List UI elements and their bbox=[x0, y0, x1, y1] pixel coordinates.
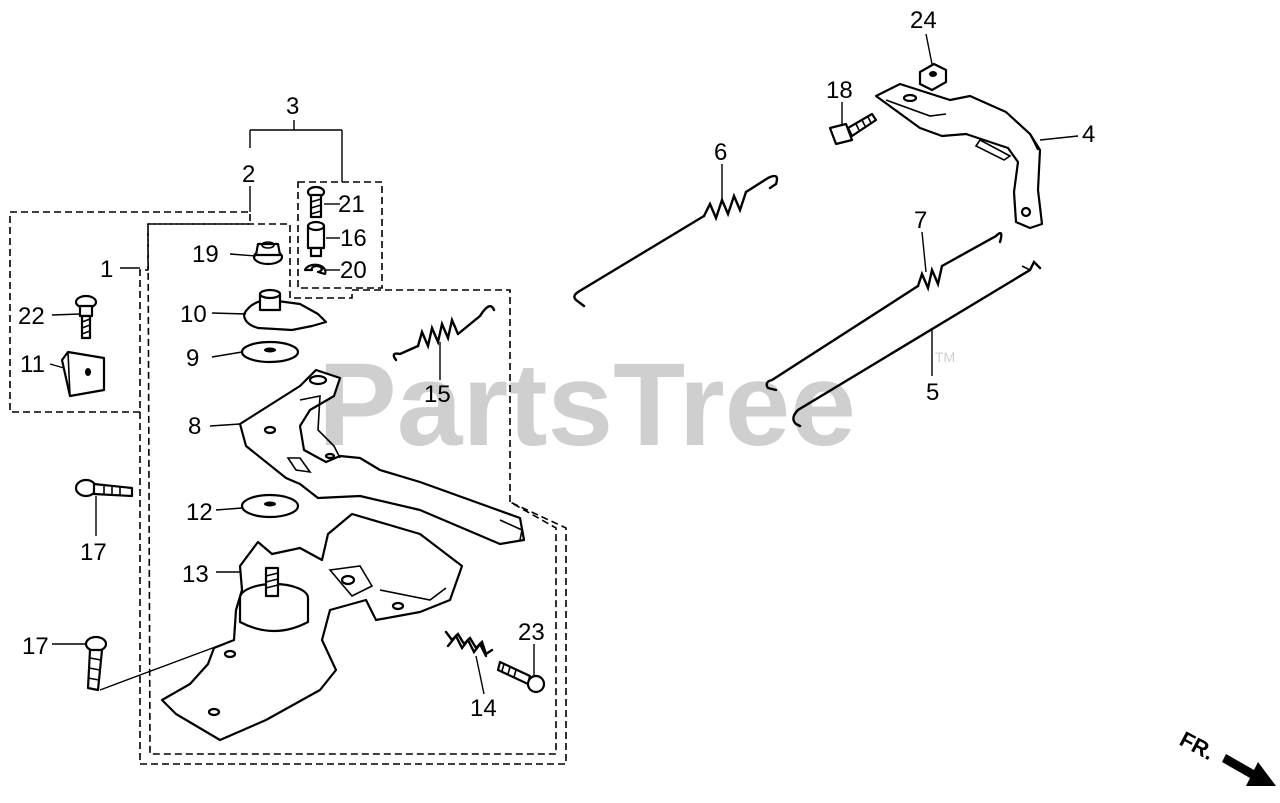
block-11 bbox=[60, 350, 106, 398]
assembly-boundary-1 bbox=[9, 211, 567, 765]
nut-19 bbox=[252, 241, 284, 266]
callout-10: 10 bbox=[180, 301, 207, 328]
bolt-17-upper bbox=[74, 478, 134, 498]
bolt-23 bbox=[496, 660, 546, 694]
watermark-text: PartsTree bbox=[318, 339, 856, 471]
front-direction-label: FR. bbox=[1176, 726, 1219, 765]
callout-5: 5 bbox=[926, 379, 939, 406]
collar-16 bbox=[306, 220, 326, 258]
callout-16: 16 bbox=[340, 225, 367, 252]
washer-9 bbox=[240, 340, 300, 364]
callout-20: 20 bbox=[340, 257, 367, 284]
arrow-right-icon bbox=[1222, 754, 1276, 786]
spring-14 bbox=[444, 630, 494, 658]
callout-17-upper: 17 bbox=[80, 539, 107, 566]
spring-15 bbox=[392, 304, 496, 362]
callout-2: 2 bbox=[242, 161, 255, 188]
front-direction-marker: FR. bbox=[1176, 726, 1276, 786]
rod-7 bbox=[765, 231, 1003, 392]
callout-12: 12 bbox=[186, 499, 213, 526]
bolt-18 bbox=[828, 112, 878, 146]
callout-9: 9 bbox=[186, 345, 199, 372]
group-bracket-3 bbox=[249, 120, 343, 212]
callout-15: 15 bbox=[424, 381, 451, 408]
rod-6 bbox=[573, 174, 779, 308]
callout-22: 22 bbox=[18, 303, 45, 330]
callout-18: 18 bbox=[826, 77, 853, 104]
callout-1: 1 bbox=[100, 256, 113, 283]
bolt-22 bbox=[74, 294, 98, 340]
nut-24 bbox=[918, 62, 948, 92]
leader-lines bbox=[49, 33, 1079, 695]
bolt-17-lower bbox=[84, 635, 108, 692]
lever-10 bbox=[242, 288, 328, 332]
watermark-trademark: TM bbox=[935, 349, 955, 365]
callout-8: 8 bbox=[188, 413, 201, 440]
assembly-boundary-2 bbox=[147, 223, 557, 755]
base-bracket-13 bbox=[160, 512, 464, 742]
callout-13: 13 bbox=[182, 561, 209, 588]
callout-7: 7 bbox=[914, 207, 927, 234]
callout-19: 19 bbox=[192, 241, 219, 268]
callout-11: 11 bbox=[20, 351, 45, 378]
callout-6: 6 bbox=[714, 139, 727, 166]
clip-20 bbox=[303, 263, 327, 276]
assembly-boundary-3 bbox=[297, 181, 383, 289]
washer-12 bbox=[240, 493, 300, 519]
callout-21: 21 bbox=[338, 191, 365, 218]
bracket-4 bbox=[874, 82, 1044, 230]
governor-plate-8 bbox=[238, 368, 526, 546]
callout-4: 4 bbox=[1082, 121, 1095, 148]
callout-3: 3 bbox=[286, 93, 299, 120]
callout-17-lower: 17 bbox=[22, 633, 49, 660]
callout-14: 14 bbox=[470, 695, 497, 722]
bolt-21 bbox=[306, 185, 326, 219]
callout-24: 24 bbox=[910, 7, 937, 34]
callout-23: 23 bbox=[518, 619, 545, 646]
rod-5 bbox=[792, 259, 1042, 428]
